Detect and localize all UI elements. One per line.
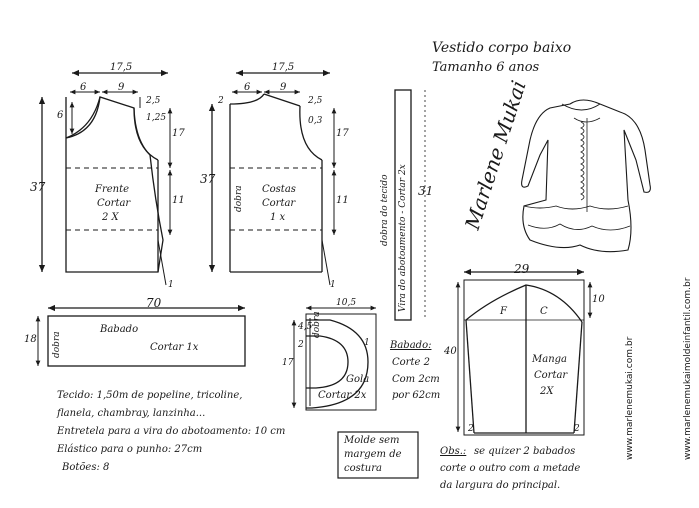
title-line-1: Vestido corpo baixo	[432, 40, 572, 56]
button-facing-piece	[394, 89, 426, 321]
collar-cut-label: Cortar 2x	[318, 390, 367, 401]
collar-piece-label: Gola	[346, 374, 370, 385]
no-seam-line1: Molde sem	[344, 435, 400, 446]
collar-side-label: 1	[364, 338, 370, 348]
back-armhole-label: 17	[336, 128, 349, 139]
obs-line1: se quizer 2 babados	[474, 446, 576, 457]
ruffle-note-line1: Corte 2	[392, 357, 430, 368]
back-neckline	[229, 93, 265, 105]
materials-line4: Elástico para o punho: 27cm	[57, 444, 203, 455]
facing-height-label: 31	[418, 184, 434, 198]
sleeve-corner-right: 2	[574, 424, 580, 434]
back-cut-label: Cortar	[262, 198, 296, 209]
sleeve-piece-label: Manga	[532, 354, 568, 365]
dress-sketch	[521, 99, 651, 253]
front-neckdepth-label: 6	[57, 110, 64, 121]
collar-shape	[306, 319, 369, 409]
back-hem-flare	[321, 239, 331, 286]
website-bottom: www.marlenemukaimoldeinfantil.com.br	[683, 277, 693, 460]
ruffle-outline	[47, 315, 246, 367]
front-width-label: 17,5	[110, 62, 133, 73]
collar-fold-label: dobra	[312, 311, 322, 338]
no-seam-box	[337, 431, 419, 479]
ruffle-piece-label: Babado	[100, 324, 139, 335]
sleeve-cut-label: Cortar	[534, 370, 568, 381]
back-fold-label: dobra	[234, 185, 244, 212]
back-drop1-label: 2,5	[308, 96, 323, 106]
front-lower-label: 11	[172, 195, 185, 206]
collar-h1-label: 4,5	[298, 322, 313, 332]
back-neck-label: 6	[244, 82, 251, 93]
front-qty-label: 2 X	[102, 212, 119, 223]
sleeve-corner-left: 2	[468, 424, 474, 434]
back-hem-label: 1	[330, 280, 336, 290]
obs-label: Obs.:	[440, 446, 467, 457]
ruffle-piece	[35, 304, 246, 367]
ruffle-fold-label: dobra	[52, 331, 62, 358]
facing-outline	[394, 89, 412, 321]
front-hem-label: 1	[168, 280, 174, 290]
front-drop2-label: 1,25	[146, 113, 167, 123]
materials-line3: Entretela para a vira do abotoamento: 10…	[57, 426, 286, 437]
materials-line2: flanela, chambray, lanzinha...	[57, 408, 206, 419]
front-piece-label: Frente	[95, 184, 130, 195]
website-top: www.marlenemukai.com.br	[625, 336, 635, 460]
collar-frame	[305, 313, 377, 411]
no-seam-line2: margem de	[344, 449, 402, 460]
ruffle-height-label: 18	[24, 334, 37, 345]
front-shoulder-label: 9	[118, 82, 125, 93]
sleeve-cap-label: 10	[592, 294, 605, 305]
materials-line5: Botões: 8	[62, 462, 110, 473]
obs-line3: da largura do principal.	[440, 480, 561, 491]
collar-piece	[291, 305, 377, 411]
ruffle-note-title: Babado:	[390, 340, 432, 351]
back-bodice-piece	[208, 69, 337, 286]
back-armhole	[299, 105, 323, 161]
title-line-2: Tamanho 6 anos	[432, 60, 540, 75]
front-bodice-piece	[38, 69, 173, 286]
sleeve-qty-label: 2X	[540, 386, 554, 397]
front-neck-label: 6	[80, 82, 87, 93]
materials-line1: Tecido: 1,50m de popeline, tricoline,	[57, 390, 243, 401]
ruffle-width-label: 70	[146, 296, 162, 310]
back-neckdrop-label: 2	[218, 96, 224, 106]
back-height-label: 37	[200, 172, 216, 186]
sleeve-front-mark: F	[500, 306, 507, 317]
collar-h3-label: 17	[282, 358, 294, 368]
sleeve-frame	[463, 279, 585, 436]
front-cut-label: Cortar	[97, 198, 131, 209]
ruffle-cut-label: Cortar 1x	[150, 342, 199, 353]
back-piece-label: Costas	[262, 184, 296, 195]
front-neckline	[65, 96, 101, 139]
dress-ruffle-detail	[580, 121, 585, 201]
sleeve-right-side	[573, 321, 583, 434]
front-hem-flare	[157, 239, 167, 286]
front-height-label: 37	[30, 180, 46, 194]
sleeve-height-label: 40	[444, 346, 457, 357]
sleeve-width-label: 29	[514, 262, 530, 276]
ruffle-note-line2: Com 2cm	[392, 374, 440, 385]
no-seam-line3: costura	[344, 463, 382, 474]
facing-fold-label: dobra do tecido	[380, 174, 390, 246]
collar-h2-label: 2	[298, 340, 304, 350]
back-qty-label: 1 x	[270, 212, 286, 223]
facing-text-label: Vira do abotoamento - Cortar 2x	[398, 164, 408, 312]
back-width-label: 17,5	[272, 62, 295, 73]
ruffle-note-line3: por 62cm	[392, 390, 441, 401]
back-shoulder-line	[263, 93, 301, 107]
front-drop1-label: 2,5	[146, 96, 161, 106]
sleeve-back-mark: C	[540, 306, 548, 317]
back-lower-label: 11	[336, 195, 349, 206]
sleeve-piece	[455, 268, 593, 436]
back-shoulder-label: 9	[280, 82, 287, 93]
sleeve-left-side	[465, 319, 475, 434]
front-armhole	[133, 107, 159, 161]
sleeve-cap	[465, 284, 583, 323]
obs-line2: corte o outro com a metade	[440, 463, 581, 474]
back-drop2-label: 0,3	[308, 116, 323, 126]
collar-width-label: 10,5	[336, 298, 357, 308]
front-armhole-label: 17	[172, 128, 185, 139]
